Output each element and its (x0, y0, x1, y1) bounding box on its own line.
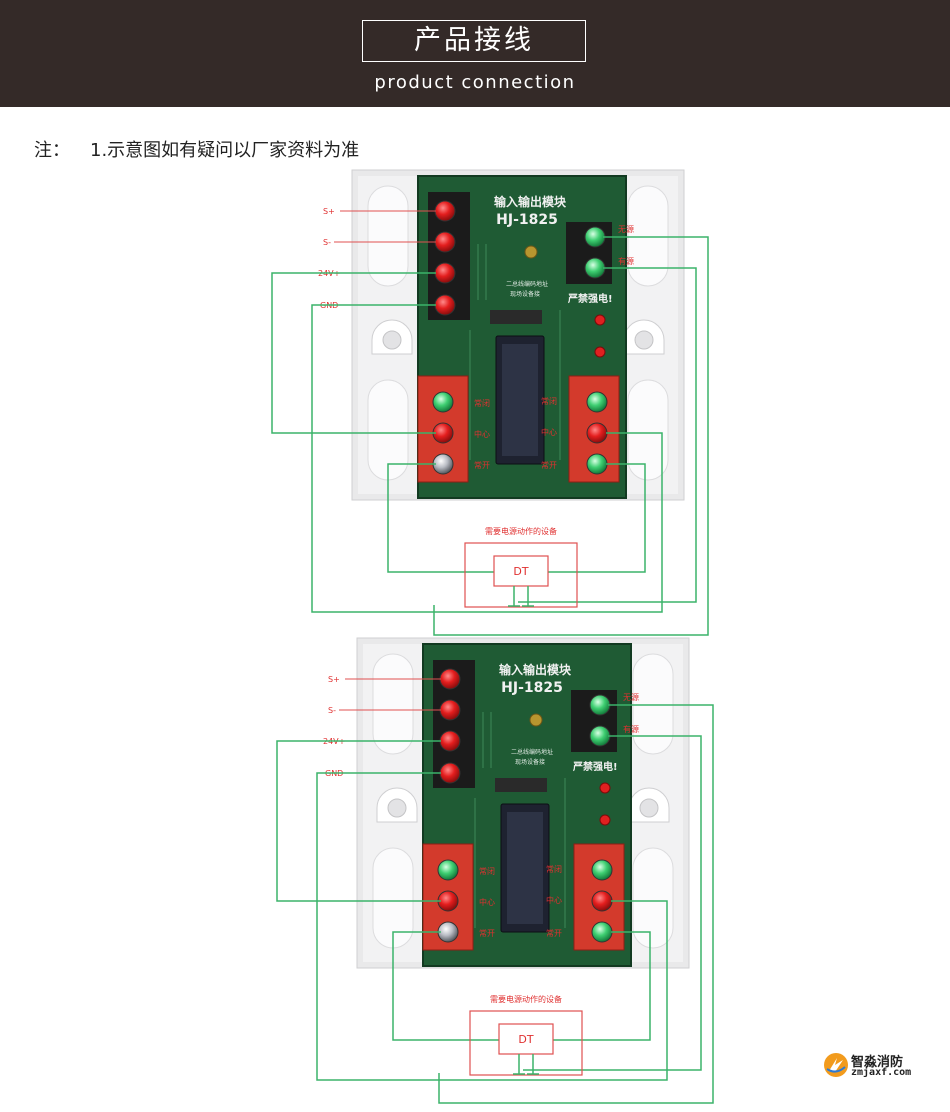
label-s-plus: S+ (323, 207, 335, 216)
pcb-small-text-2: 现场设备接 (510, 290, 540, 298)
screw-s-plus[interactable] (439, 668, 461, 690)
screw-feedback-active[interactable] (589, 725, 611, 747)
screw-right-nc[interactable] (591, 859, 613, 881)
label-right-no: 常开 (541, 461, 557, 470)
device-caption: 需要电源动作的设备 (485, 526, 557, 536)
pcb-warning: 严禁强电! (572, 760, 618, 773)
screw-24v-plus[interactable] (439, 730, 461, 752)
pin-header (490, 310, 542, 324)
label-feedback-passive: 无源 (618, 225, 634, 234)
label-left-nc: 常闭 (479, 867, 495, 876)
logo-flame-icon (824, 1053, 848, 1077)
label-feedback-passive: 无源 (623, 693, 639, 702)
green-wires (276, 704, 714, 1104)
screw-right-com[interactable] (586, 422, 608, 444)
wiring-diagram-1: 输入输出模块 HJ-1825 严禁强电! 二总线编码地址 现场设备接 (0, 160, 950, 644)
terminal-block-feedback (566, 222, 612, 284)
label-s-minus: S- (328, 706, 336, 715)
screw-left-nc[interactable] (432, 391, 454, 413)
pcb-module-name: 输入输出模块 (499, 662, 572, 677)
led-indicator-1 (594, 314, 606, 326)
wiring-diagram-svg: 输入输出模块 HJ-1825 严禁强电! 二总线编码地址 现场设备接 (271, 169, 709, 636)
label-left-no: 常开 (474, 461, 490, 470)
label-right-com: 中心 (541, 427, 557, 437)
terminal-block-relay-right (568, 375, 620, 483)
terminal-block-power (428, 192, 470, 320)
brand-logo: 智淼消防 zmjaxf.com (823, 1050, 933, 1082)
terminal-block-power (433, 660, 475, 788)
pcb-small-text-1: 二总线编码地址 (511, 748, 553, 756)
page-title: 产品接线 (362, 20, 586, 62)
pcb-model-number: HJ-1825 (501, 680, 563, 696)
label-left-no: 常开 (479, 929, 495, 938)
note-label: 注： (34, 140, 70, 161)
pcb-warning: 严禁强电! (567, 292, 613, 305)
screw-gnd[interactable] (439, 762, 461, 784)
label-feedback-active: 有源 (623, 724, 639, 734)
device-box: 需要电源动作的设备 DT (469, 994, 583, 1076)
wiring-diagram-svg: 输入输出模块 HJ-1825 严禁强电! 二总线编码地址 现场设备接 (276, 637, 714, 1104)
terminal-block-relay-left (422, 843, 474, 951)
screw-24v-plus[interactable] (434, 262, 456, 284)
green-wires (271, 236, 709, 636)
screw-feedback-active[interactable] (584, 257, 606, 279)
label-s-minus: S- (323, 238, 331, 247)
led-indicator-1 (599, 782, 611, 794)
screw-left-nc[interactable] (437, 859, 459, 881)
terminal-block-feedback (571, 690, 617, 752)
terminal-block-relay-left (417, 375, 469, 483)
screw-s-minus[interactable] (434, 231, 456, 253)
screw-feedback-passive[interactable] (584, 226, 606, 248)
label-right-nc: 常闭 (546, 865, 562, 874)
logo-url: zmjaxf.com (851, 1067, 912, 1078)
pcb-potentiometer (529, 713, 543, 727)
label-left-com: 中心 (474, 429, 490, 439)
screw-feedback-passive[interactable] (589, 694, 611, 716)
terminal-block-relay-right (573, 843, 625, 951)
label-left-com: 中心 (479, 897, 495, 907)
device-dt-label: DT (513, 565, 528, 578)
page-subtitle: product connection (374, 72, 576, 93)
label-s-plus: S+ (328, 675, 340, 684)
screw-gnd[interactable] (434, 294, 456, 316)
label-right-nc: 常闭 (541, 397, 557, 406)
screw-right-no[interactable] (591, 921, 613, 943)
device-dt (493, 555, 549, 587)
led-indicator-2 (594, 346, 606, 358)
device-box: 需要电源动作的设备 DT (464, 526, 578, 608)
screw-right-com[interactable] (591, 890, 613, 912)
pcb-module-name: 输入输出模块 (494, 194, 567, 209)
label-left-nc: 常闭 (474, 399, 490, 408)
device-dt-label: DT (518, 1033, 533, 1046)
screw-right-no[interactable] (586, 453, 608, 475)
note: 注： 1.示意图如有疑问以厂家资料为准 (34, 136, 359, 162)
page-header: 产品接线 product connection (0, 0, 950, 107)
note-text: 1.示意图如有疑问以厂家资料为准 (90, 140, 360, 161)
device-dt (498, 1023, 554, 1055)
screw-s-minus[interactable] (439, 699, 461, 721)
pcb-small-text-1: 二总线编码地址 (506, 280, 548, 288)
logo-name: 智淼消防 (851, 1055, 904, 1070)
pcb-model-number: HJ-1825 (496, 212, 558, 228)
label-feedback-active: 有源 (618, 256, 634, 266)
screw-right-nc[interactable] (586, 391, 608, 413)
label-right-com: 中心 (546, 895, 562, 905)
label-right-no: 常开 (546, 929, 562, 938)
pin-header (495, 778, 547, 792)
led-indicator-2 (599, 814, 611, 826)
screw-s-plus[interactable] (434, 200, 456, 222)
device-caption: 需要电源动作的设备 (490, 994, 562, 1004)
pcb-small-text-2: 现场设备接 (515, 758, 545, 766)
pcb-potentiometer (524, 245, 538, 259)
wiring-diagram-2: 输入输出模块 HJ-1825 严禁强电! 二总线编码地址 现场设备接 (0, 628, 950, 1112)
